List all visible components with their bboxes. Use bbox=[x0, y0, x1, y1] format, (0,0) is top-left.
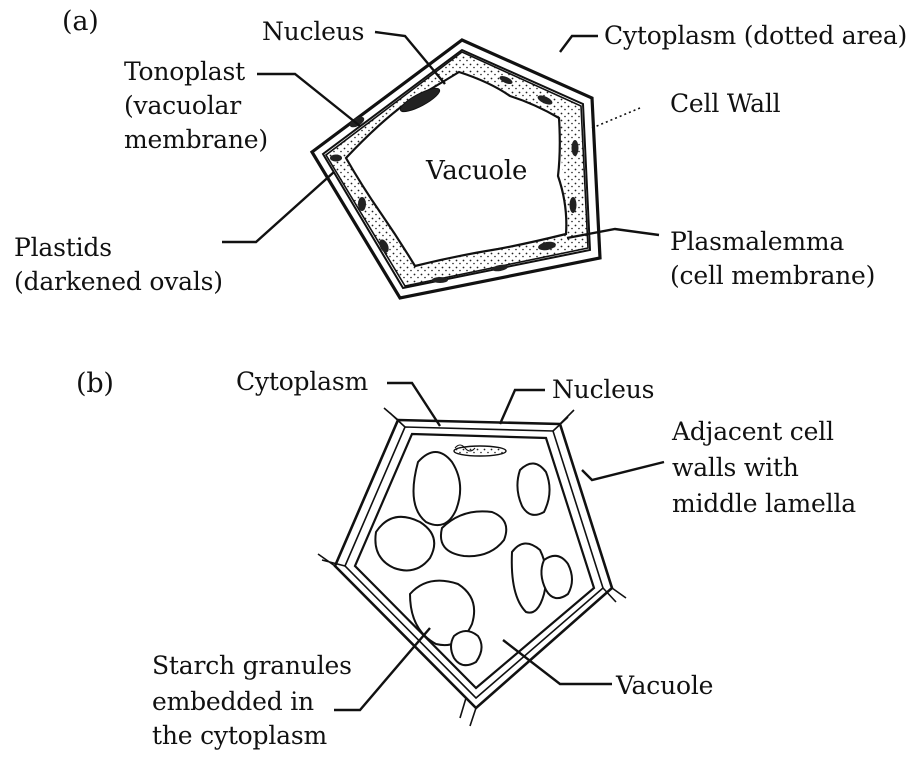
label-starch-1: Starch granules bbox=[152, 650, 352, 681]
label-vacuole-b: Vacuole bbox=[616, 670, 713, 701]
starch-granules bbox=[375, 452, 572, 665]
label-tonoplast-2: (vacuolar bbox=[124, 90, 241, 121]
label-adjacent-walls-1: Adjacent cell bbox=[672, 416, 834, 447]
label-adjacent-walls-2: walls with bbox=[672, 452, 799, 483]
label-plasmalemma-2: (cell membrane) bbox=[670, 260, 875, 291]
panel-a-tag: (a) bbox=[62, 6, 99, 37]
label-nucleus-b: Nucleus bbox=[552, 374, 654, 405]
label-cytoplasm-a: Cytoplasm (dotted area) bbox=[604, 20, 907, 51]
label-nucleus-a: Nucleus bbox=[262, 16, 364, 47]
label-starch-3: the cytoplasm bbox=[152, 720, 327, 751]
label-cell-wall: Cell Wall bbox=[670, 88, 780, 119]
panel-b-tag: (b) bbox=[76, 368, 114, 399]
cell-b bbox=[318, 383, 664, 726]
label-plastids-2: (darkened ovals) bbox=[14, 266, 223, 297]
label-adjacent-walls-3: middle lamella bbox=[672, 488, 856, 519]
label-tonoplast-1: Tonoplast bbox=[124, 56, 245, 87]
label-cytoplasm-b: Cytoplasm bbox=[236, 366, 368, 397]
label-starch-2: embedded in bbox=[152, 686, 314, 717]
label-plasmalemma-1: Plasmalemma bbox=[670, 226, 844, 257]
label-vacuole-a: Vacuole bbox=[426, 156, 527, 187]
label-tonoplast-3: membrane) bbox=[124, 124, 268, 155]
label-plastids-1: Plastids bbox=[14, 232, 112, 263]
nucleus-b bbox=[454, 446, 506, 456]
